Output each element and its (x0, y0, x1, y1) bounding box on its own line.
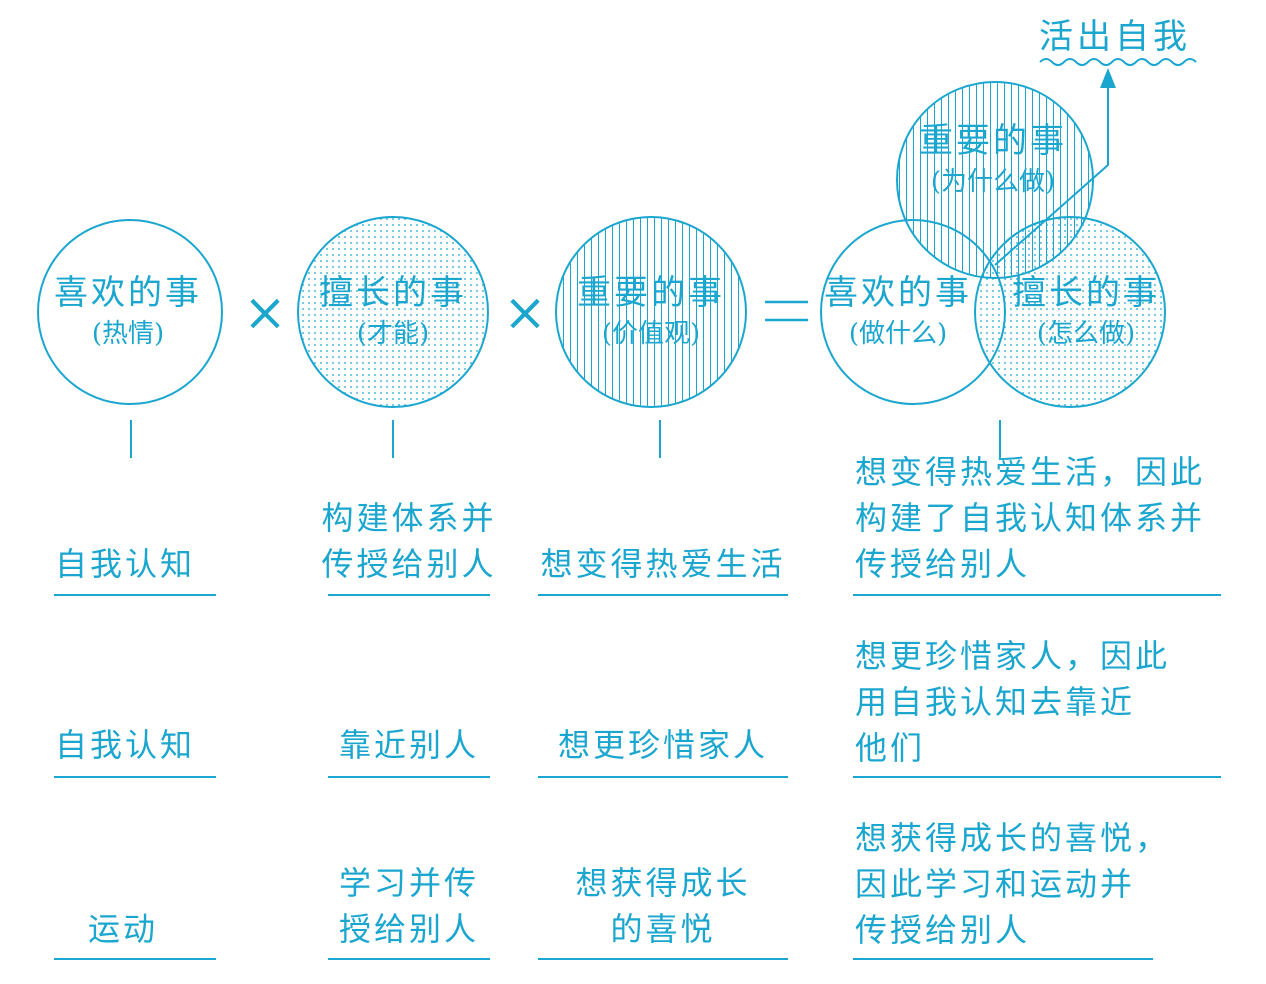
result-title: 活出自我 (1039, 17, 1191, 57)
venn-top-circle (896, 81, 1094, 279)
row3-passion-rule (54, 958, 216, 960)
circle-passion (37, 219, 223, 405)
circle-values (555, 216, 747, 408)
venn-right-sub: (怎么做) (1037, 319, 1135, 349)
values-sub: (价值观) (602, 319, 700, 349)
row3-result: 想获得成长的喜悦，因此学习和运动并传授给别人 (855, 819, 1171, 949)
row1-talent-rule (328, 594, 490, 596)
wavy-underline (1039, 58, 1197, 66)
row2-passion: 自我认知 (55, 726, 196, 764)
row3-result-rule (853, 958, 1153, 960)
venn-left-title: 喜欢的事 (824, 273, 972, 313)
talent-sub: (才能) (357, 319, 429, 349)
venn-top-sub: (为什么做) (931, 167, 1055, 197)
row3-values: 想获得成长的喜悦 (575, 864, 751, 948)
venn-right-title: 擅长的事 (1012, 273, 1160, 313)
row1-result-rule (853, 594, 1221, 596)
venn-left-circle (820, 219, 1006, 405)
talent-title: 擅长的事 (319, 273, 467, 313)
row1-values-rule (538, 594, 788, 596)
row3-talent-rule (328, 958, 490, 960)
circle-talent (297, 216, 489, 408)
venn-top-title: 重要的事 (919, 121, 1067, 161)
row2-values-rule (538, 776, 788, 778)
row2-result: 想更珍惜家人，因此用自我认知去靠近他们 (855, 637, 1171, 767)
row1-result: 想变得热爱生活，因此构建了自我认知体系并传授给别人 (855, 453, 1206, 583)
row2-values: 想更珍惜家人 (557, 726, 768, 764)
row3-talent: 学习并传授给别人 (338, 864, 479, 948)
values-title: 重要的事 (577, 273, 725, 313)
times-operator-2: × (503, 283, 547, 343)
passion-title: 喜欢的事 (54, 273, 202, 313)
passion-sub: (热情) (92, 319, 164, 349)
row2-talent-rule (328, 776, 490, 778)
row2-talent: 靠近别人 (338, 726, 479, 764)
times-operator-1: × (243, 283, 287, 343)
row2-result-rule (853, 776, 1221, 778)
row1-talent: 构建体系并传授给别人 (321, 499, 497, 583)
row1-passion: 自我认知 (55, 545, 196, 583)
row3-values-rule (538, 958, 788, 960)
row3-passion: 运动 (88, 910, 159, 948)
venn-left-sub: (做什么) (849, 319, 947, 349)
row1-values: 想变得热爱生活 (540, 545, 786, 583)
row1-passion-rule (54, 594, 216, 596)
row2-passion-rule (54, 776, 216, 778)
arrow-head-icon (1100, 68, 1116, 88)
